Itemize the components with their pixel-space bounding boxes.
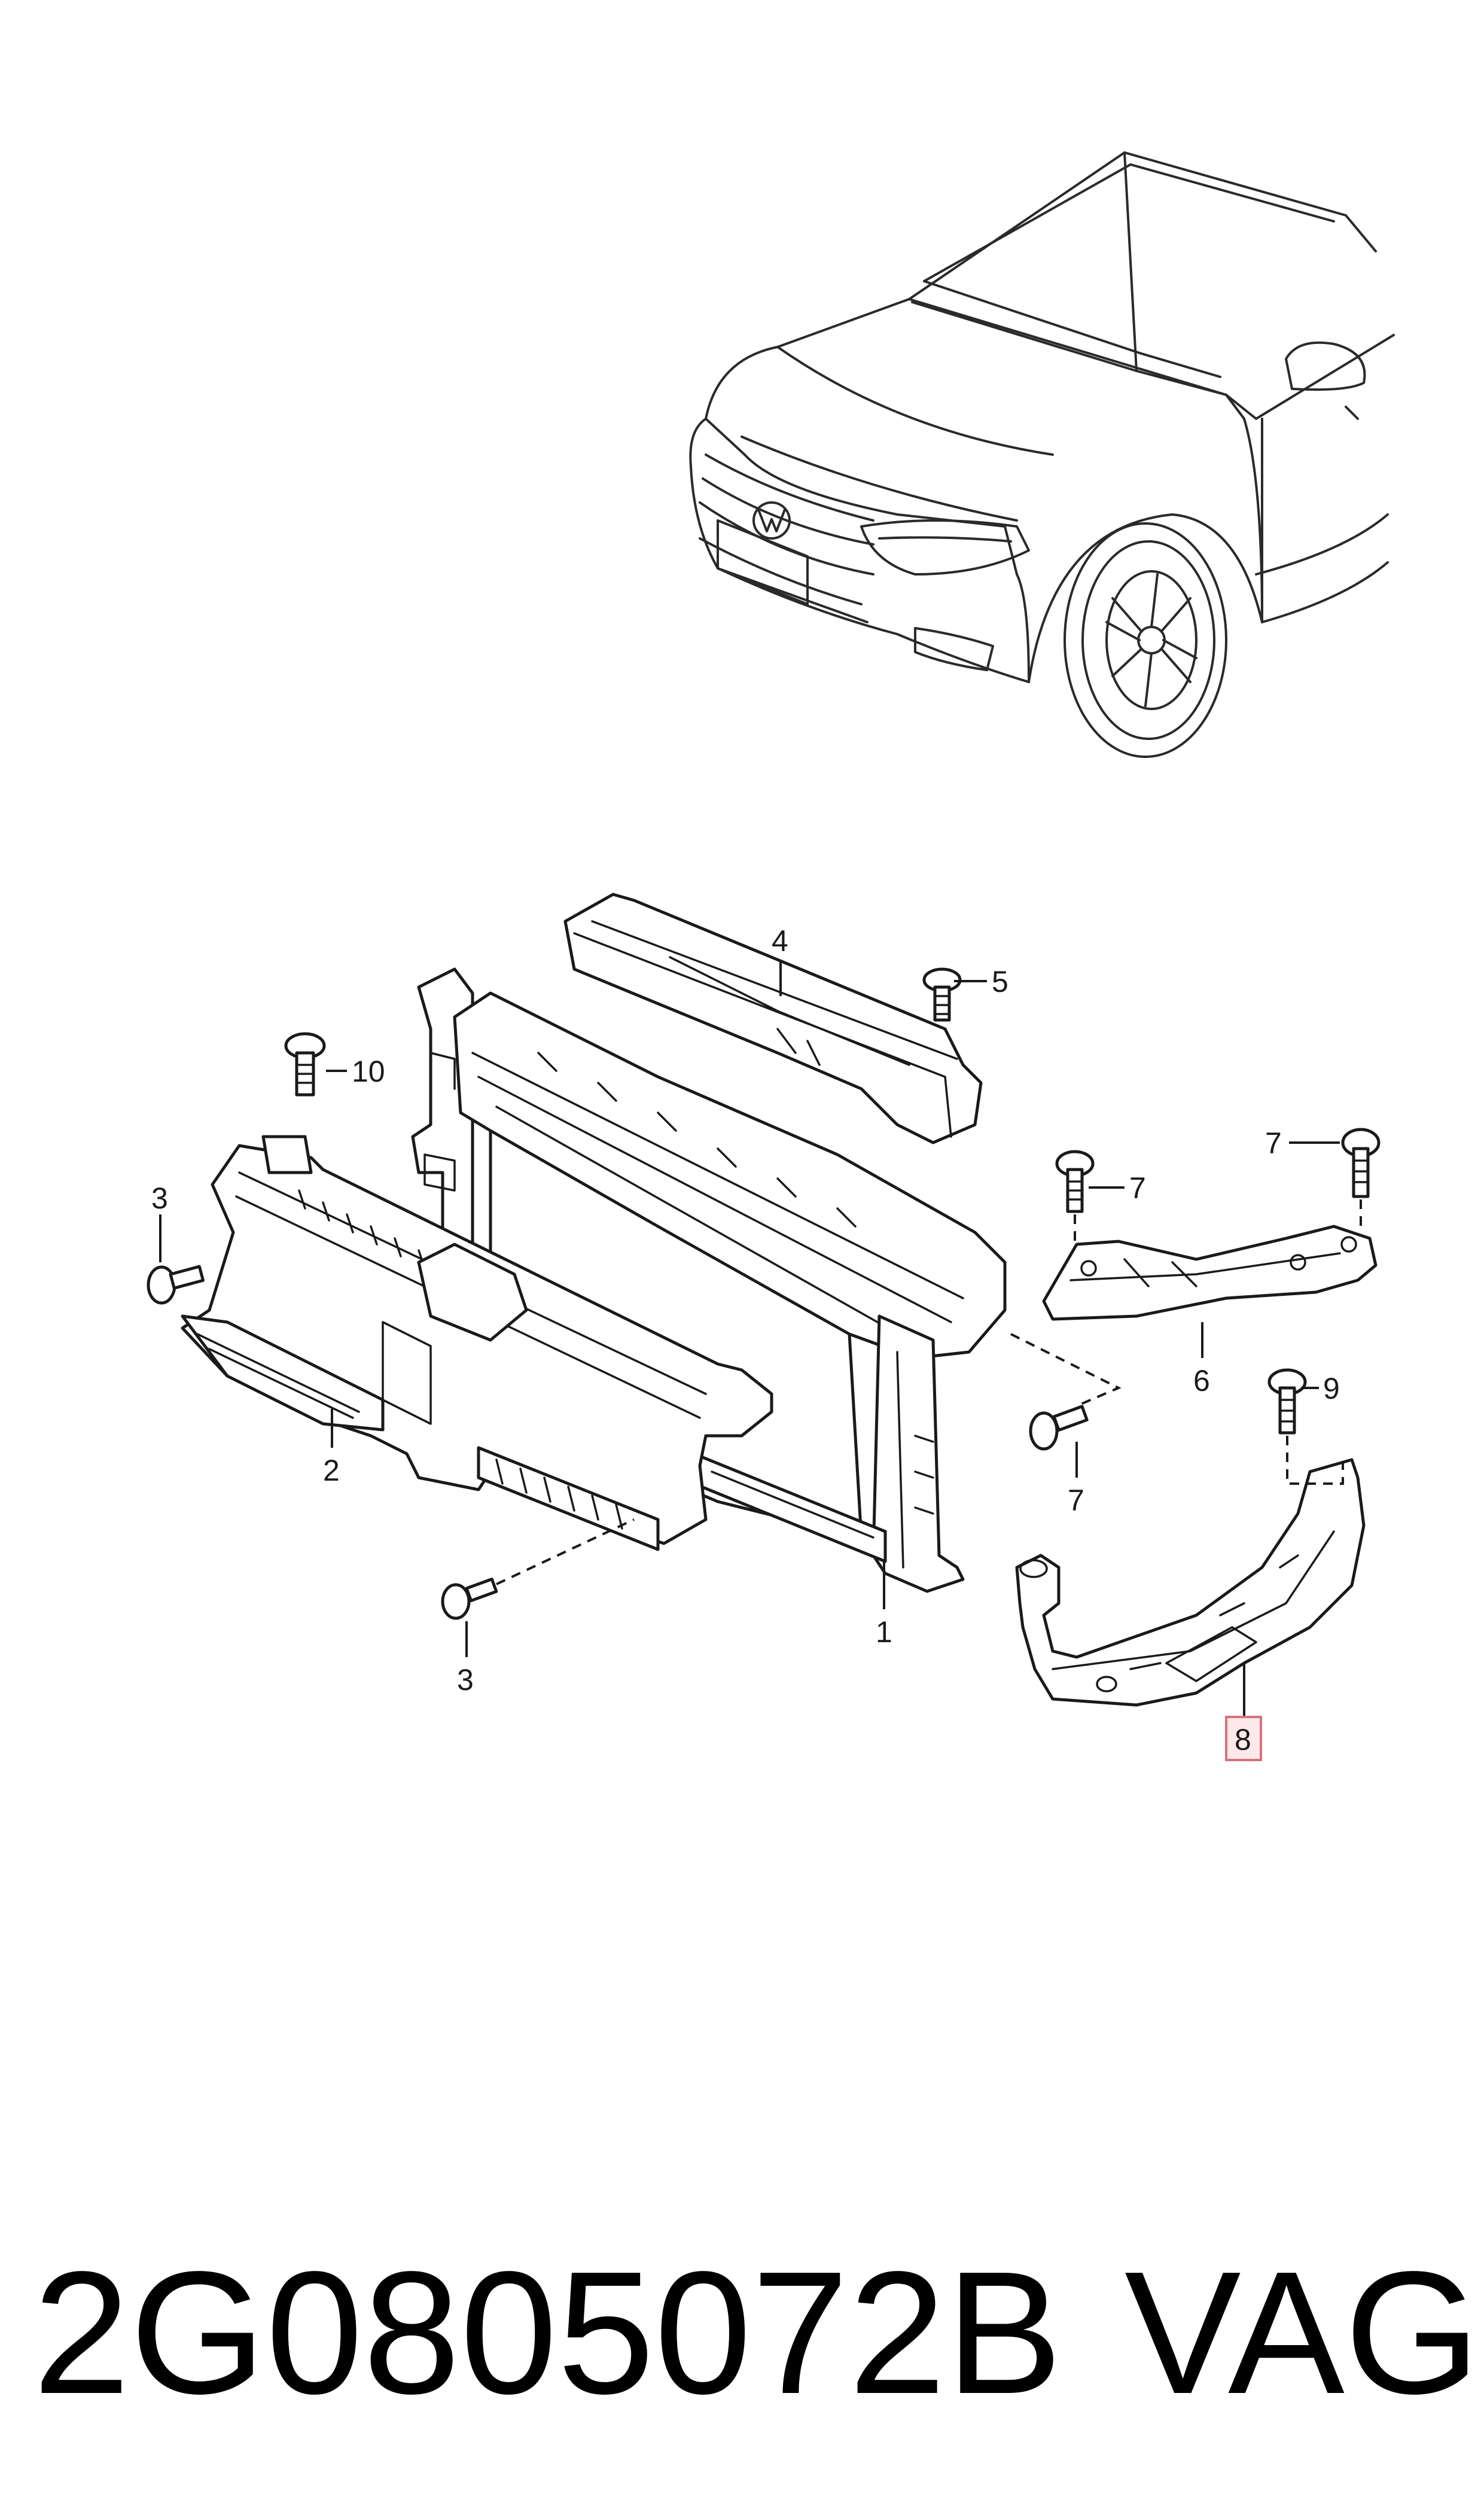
- callout-5: 5: [992, 965, 1008, 998]
- bolt-5: [922, 967, 962, 1022]
- bolt-3-upper: [147, 1265, 205, 1305]
- leader-lines: [159, 960, 1340, 1717]
- callout-2: 2: [323, 1454, 340, 1487]
- callout-8-highlight: 8: [1225, 1716, 1262, 1761]
- callout-7-middle: 7: [1129, 1171, 1146, 1205]
- callout-1: 1: [876, 1615, 892, 1649]
- callout-7-right: 7: [1265, 1126, 1282, 1160]
- highlight-box: [1225, 1716, 1262, 1761]
- part-1-lock-carrier: [411, 967, 1007, 1593]
- callout-6: 6: [1193, 1364, 1210, 1397]
- assembly-line: [1010, 1333, 1122, 1407]
- callout-9: 9: [1323, 1372, 1340, 1405]
- part-8-bracket: [1015, 1458, 1366, 1707]
- callout-8: 8: [1235, 1723, 1251, 1756]
- callout-4: 4: [772, 924, 788, 958]
- callout-7-lower: 7: [1068, 1484, 1084, 1517]
- callout-3-lower: 3: [457, 1663, 474, 1697]
- bolt-7-lower: [1029, 1405, 1089, 1451]
- bolt-7-middle: [1055, 1150, 1095, 1244]
- bolt-9: [1267, 1368, 1344, 1485]
- bolt-7-right: [1341, 1128, 1381, 1232]
- brand-name: VAG: [1125, 2235, 1480, 2430]
- part-6-bracket: [1042, 1225, 1378, 1321]
- part-4-impact-absorber: [563, 893, 983, 1144]
- bolt-10: [284, 1032, 326, 1097]
- callout-3-upper: 3: [151, 1182, 168, 1215]
- part-number: 2G0805072B: [33, 2235, 1062, 2430]
- bolt-3-lower: [441, 1518, 635, 1620]
- car-illustration: [689, 151, 1395, 758]
- part-2-grille-carrier: [181, 1135, 773, 1551]
- callout-10: 10: [352, 1055, 385, 1088]
